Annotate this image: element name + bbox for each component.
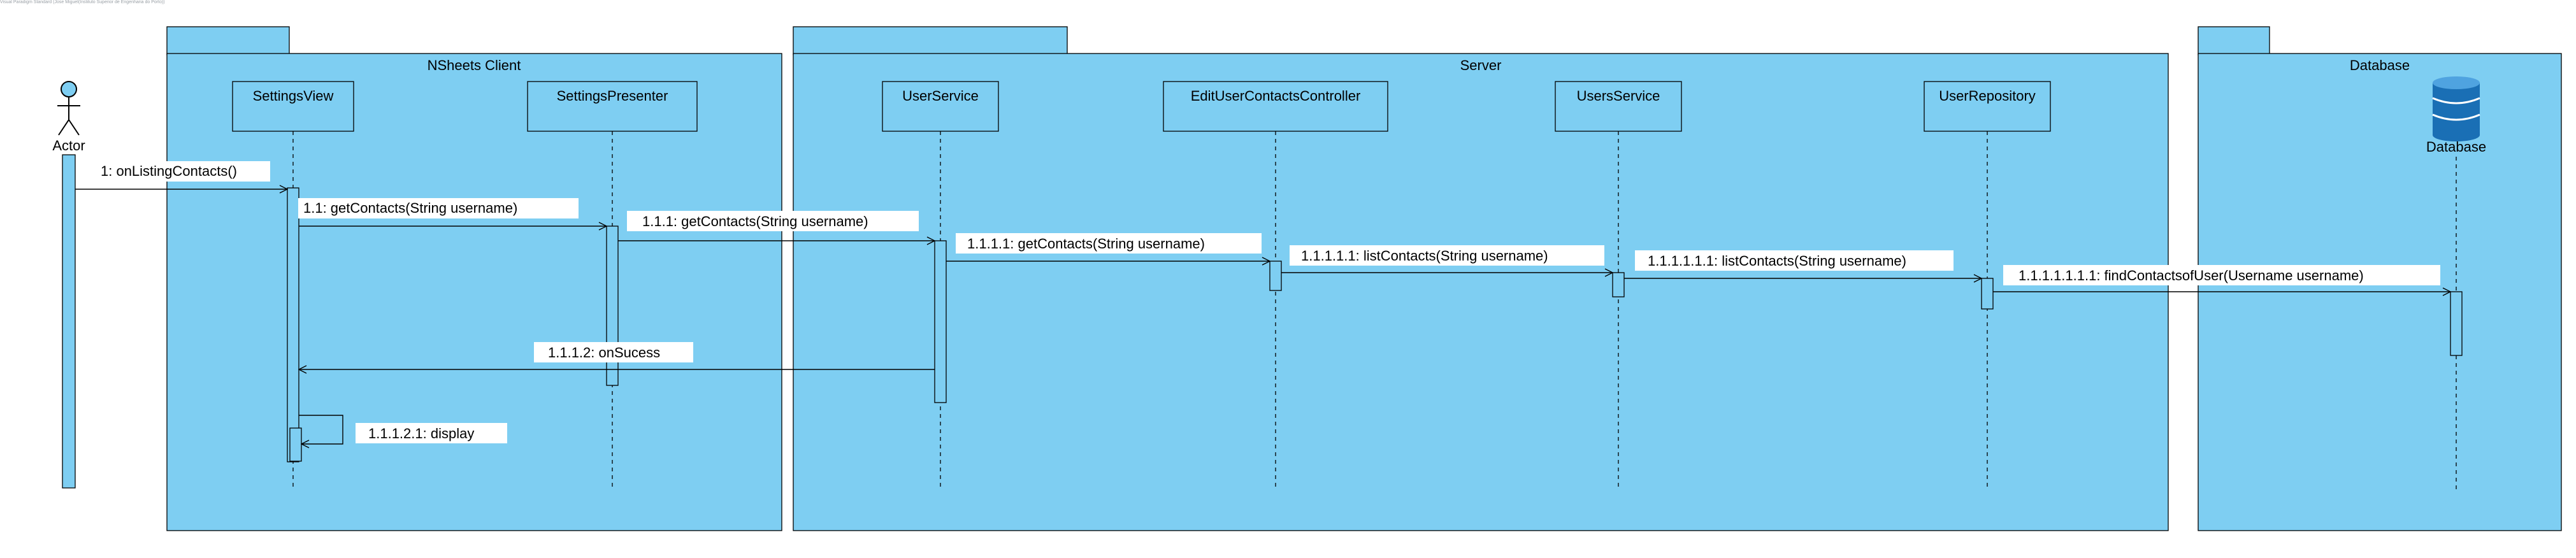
message-label: 1.1.1: getContacts(String username) xyxy=(642,213,868,229)
activation-userservice xyxy=(934,240,947,403)
message-label: 1.1.1.1: getContacts(String username) xyxy=(967,236,1205,252)
lifeline-label: UserService xyxy=(902,88,979,104)
lifeline-head xyxy=(1163,81,1388,132)
lifeline-settingspresenter[interactable]: SettingsPresenter xyxy=(527,81,698,490)
activation-userrepository xyxy=(1981,278,1994,310)
lifeline-label: EditUserContactsController xyxy=(1191,88,1361,104)
activation-settingsview-nested xyxy=(289,427,302,462)
message-label: 1.1.1.2.1: display xyxy=(368,426,474,441)
actor-activation xyxy=(62,154,76,489)
lifeline-editusercontactscontroller[interactable]: EditUserContactsController xyxy=(1163,81,1388,490)
lifeline-usersservice[interactable]: UsersService xyxy=(1555,81,1682,490)
package-title: Server xyxy=(1460,57,1502,73)
lifeline-label: UserRepository xyxy=(1939,88,2036,104)
message-1-1-1-1-1-listcontacts[interactable]: 1.1.1.1.1: listContacts(String username) xyxy=(1281,245,1613,273)
watermark-text: Visual Paradigm Standard (Jose Miguel(In… xyxy=(0,0,165,4)
lifeline-head xyxy=(527,81,698,132)
database-icon xyxy=(2432,76,2480,141)
lifeline-database[interactable]: Database xyxy=(2426,76,2486,490)
message-1-1-1-1-1-1-1-findcontactsofuser[interactable]: 1.1.1.1.1.1.1: findContactsofUser(Userna… xyxy=(1993,265,2450,292)
message-1-1-1-1-getcontacts[interactable]: 1.1.1.1: getContacts(String username) xyxy=(946,233,1270,261)
message-1-1-1-getcontacts[interactable]: 1.1.1: getContacts(String username) xyxy=(618,211,935,241)
actor-figure-icon xyxy=(57,81,80,136)
activation-database xyxy=(2450,291,2463,356)
actor-label: Actor xyxy=(52,138,85,154)
message-1-1-1-2-onsucess[interactable]: 1.1.1.2: onSucess xyxy=(299,342,935,369)
activation-editcontroller xyxy=(1269,261,1282,291)
message-label: 1.1.1.1.1.1.1: findContactsofUser(Userna… xyxy=(2018,268,2364,283)
message-label: 1.1.1.1.1.1: listContacts(String usernam… xyxy=(1648,253,1906,269)
activation-settingsview xyxy=(287,187,299,462)
message-label: 1.1.1.2: onSucess xyxy=(548,345,660,361)
lifeline-label: SettingsView xyxy=(253,88,334,104)
lifeline-label: Database xyxy=(2426,139,2486,155)
message-label: 1.1.1.1.1: listContacts(String username) xyxy=(1301,248,1548,264)
message-1-onlistingcontacts[interactable]: 1: onListingContacts() xyxy=(75,161,287,189)
lifeline-head xyxy=(1924,81,2051,132)
package-title: Database xyxy=(2350,57,2410,73)
lifeline-head xyxy=(232,81,354,132)
message-1-1-getcontacts[interactable]: 1.1: getContacts(String username) xyxy=(298,198,607,226)
lifeline-label: SettingsPresenter xyxy=(557,88,668,104)
package-title: NSheets Client xyxy=(428,57,521,73)
lifeline-label: UsersService xyxy=(1577,88,1660,104)
lifeline-head xyxy=(882,81,999,132)
package-nsheets-client[interactable]: NSheets Client xyxy=(166,26,782,531)
activation-usersservice xyxy=(1612,272,1625,297)
message-1-1-1-2-1-display[interactable]: 1.1.1.2.1: display xyxy=(299,415,507,444)
lifeline-userrepository[interactable]: UserRepository xyxy=(1924,81,2051,490)
package-server[interactable]: Server xyxy=(793,26,2169,531)
lifeline-head xyxy=(1555,81,1682,132)
lifeline-userservice[interactable]: UserService xyxy=(882,81,999,490)
message-label: 1.1: getContacts(String username) xyxy=(303,200,517,216)
message-1-1-1-1-1-1-listcontacts[interactable]: 1.1.1.1.1.1: listContacts(String usernam… xyxy=(1624,250,1982,278)
actor[interactable]: Actor xyxy=(52,81,85,489)
message-label: 1: onListingContacts() xyxy=(101,163,237,179)
